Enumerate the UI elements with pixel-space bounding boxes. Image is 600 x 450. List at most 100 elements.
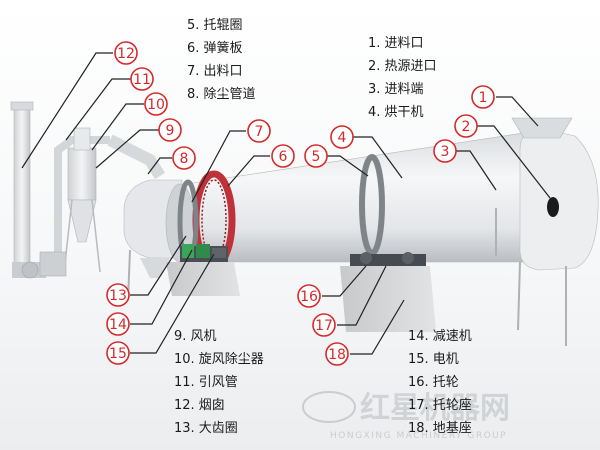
legend-item-9: 9. 风机 [174, 329, 217, 344]
legend-item-15: 15. 电机 [408, 352, 459, 367]
leader-17 [337, 265, 387, 326]
leader-2 [476, 125, 551, 199]
marker-label-9: 9 [166, 123, 175, 139]
marker-label-17: 17 [315, 318, 333, 334]
legend-bottom-left: 9. 风机 10. 旋风除尘器 11. 引风管 12. 烟囱 13. 大齿圈 [174, 325, 264, 440]
svg-text:HONGXING MACHINERY GROUP: HONGXING MACHINERY GROUP [330, 431, 507, 441]
tyre-ring-right [359, 154, 385, 256]
marker-circle-8 [172, 146, 196, 170]
marker-circle-5 [304, 144, 328, 168]
leader-4 [352, 136, 403, 179]
marker-circle-10 [144, 92, 168, 116]
marker-4: 4 [330, 125, 354, 149]
marker-18: 18 [325, 342, 349, 366]
marker-label-14: 14 [109, 317, 127, 333]
legend-item-17: 17. 托轮座 [408, 398, 472, 413]
marker-circle-1 [471, 85, 495, 109]
fan [21, 251, 67, 279]
leader-15 [130, 253, 215, 354]
chimney [10, 101, 46, 278]
marker-circle-9 [158, 118, 182, 142]
leader-9 [95, 129, 159, 169]
marker-label-6: 6 [279, 149, 288, 165]
legend-item-2: 2. 热源进口 [368, 59, 437, 74]
marker-circle-18 [325, 342, 349, 366]
legend-item-5: 5. 托辊圈 [187, 18, 243, 33]
marker-16: 16 [297, 284, 321, 308]
legend-item-16: 16. 托轮 [408, 375, 459, 390]
marker-circle-11 [130, 67, 154, 91]
legend-top-left: 5. 托辊圈 6. 弹簧板 7. 出料口 8. 除尘管道 [187, 14, 256, 106]
marker-15: 15 [106, 341, 130, 365]
legend-item-18: 18. 地基座 [408, 421, 472, 436]
marker-10: 10 [144, 92, 168, 116]
marker-label-16: 16 [300, 289, 318, 305]
marker-7: 7 [247, 119, 271, 143]
marker-circle-2 [454, 114, 478, 138]
marker-9: 9 [158, 118, 182, 142]
legend-item-14: 14. 减速机 [408, 329, 472, 344]
leader-5 [322, 155, 369, 177]
marker-label-18: 18 [328, 347, 346, 363]
marker-label-3: 3 [441, 144, 450, 160]
marker-12: 12 [114, 41, 138, 65]
marker-3: 3 [433, 139, 457, 163]
leader-3 [455, 150, 497, 191]
marker-circle-14 [106, 312, 130, 336]
dryer-drum [165, 131, 531, 263]
marker-1: 1 [471, 85, 495, 109]
marker-label-8: 8 [180, 151, 189, 167]
cyclone-collector [63, 127, 101, 273]
leader-18 [350, 299, 405, 355]
marker-circle-16 [297, 284, 321, 308]
watermark: 红星机器网 HONGXING MACHINERY GROUP [302, 391, 510, 441]
feed-end-hood [495, 117, 599, 346]
marker-circle-12 [114, 41, 138, 65]
marker-label-1: 1 [479, 90, 488, 106]
legend-item-4: 4. 烘干机 [368, 105, 424, 120]
marker-label-5: 5 [312, 149, 321, 165]
marker-11: 11 [130, 67, 154, 91]
legend-item-1: 1. 进料口 [368, 36, 424, 51]
leader-14 [130, 249, 193, 325]
leader-12 [21, 52, 113, 169]
marker-label-4: 4 [338, 130, 347, 146]
leader-1 [496, 96, 539, 127]
leader-lines [21, 52, 551, 355]
marker-13: 13 [106, 283, 130, 307]
marker-circle-6 [271, 144, 295, 168]
marker-14: 14 [106, 312, 130, 336]
dust-duct [107, 134, 166, 180]
legend-item-10: 10. 旋风除尘器 [174, 352, 264, 367]
marker-6: 6 [271, 144, 295, 168]
marker-label-15: 15 [109, 346, 127, 362]
marker-circle-7 [247, 119, 271, 143]
marker-circle-4 [330, 125, 354, 149]
marker-circle-3 [433, 139, 457, 163]
leader-10 [91, 103, 144, 151]
marker-label-13: 13 [109, 288, 127, 304]
legend-item-13: 13. 大齿圈 [174, 421, 238, 436]
legend-item-3: 3. 进料端 [368, 82, 424, 97]
leader-6 [227, 155, 270, 187]
marker-circle-15 [106, 341, 130, 365]
marker-5: 5 [304, 144, 328, 168]
legend-bottom-right: 14. 减速机 15. 电机 16. 托轮 17. 托轮座 18. 地基座 [408, 325, 472, 440]
marker-8: 8 [172, 146, 196, 170]
marker-label-11: 11 [133, 72, 151, 88]
leader-8 [147, 157, 172, 175]
legend-top-right: 1. 进料口 2. 热源进口 3. 进料端 4. 烘干机 [368, 32, 437, 124]
foundation-left [166, 244, 240, 296]
marker-label-2: 2 [462, 119, 471, 135]
svg-text:红星机器网: 红星机器网 [360, 391, 510, 426]
marker-label-10: 10 [147, 97, 165, 113]
marker-circle-17 [312, 313, 336, 337]
legend-item-12: 12. 烟囱 [174, 398, 225, 413]
marker-circle-13 [106, 283, 130, 307]
leader-13 [130, 235, 187, 296]
marker-17: 17 [312, 313, 336, 337]
legend-item-11: 11. 引风管 [174, 375, 238, 390]
